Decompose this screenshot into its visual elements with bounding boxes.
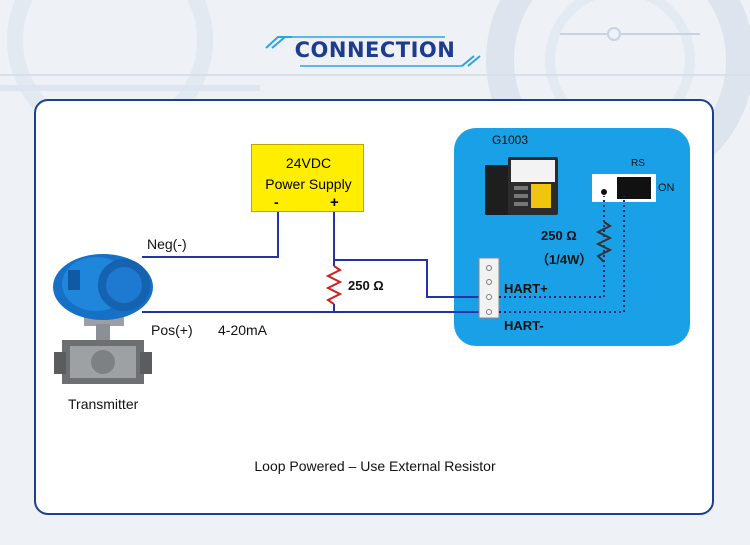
terminal-block xyxy=(478,257,500,319)
transmitter-label: Transmitter xyxy=(68,396,139,412)
internal-dotted-wire-plus xyxy=(499,196,605,298)
power-supply: 24VDC Power Supply - + xyxy=(251,144,364,212)
hart-plus-wire xyxy=(334,259,488,298)
rs-switch-state: ON xyxy=(658,182,675,194)
power-supply-pos-terminal: + xyxy=(330,194,339,211)
loop-resistor-label: 250 Ω xyxy=(348,278,384,293)
power-supply-voltage: 24VDC xyxy=(285,155,332,171)
internal-resistor-value: 250 Ω xyxy=(541,228,577,243)
internal-dotted-wire-minus xyxy=(499,196,625,313)
power-supply-label: Power Supply xyxy=(265,176,352,192)
power-supply-neg-terminal: - xyxy=(274,194,279,210)
modem-model-label: G1003 xyxy=(492,133,529,147)
transmitter-icon xyxy=(53,254,153,384)
pos-label: Pos(+) xyxy=(151,322,193,338)
page-title: CONNECTION xyxy=(294,38,456,62)
rs-switch xyxy=(592,174,656,202)
neg-label: Neg(-) xyxy=(147,236,187,252)
hart-minus-label: HART- xyxy=(504,318,544,333)
current-label: 4-20mA xyxy=(218,322,268,338)
rs-switch-label: RS xyxy=(631,158,645,169)
hart-plus-label: HART+ xyxy=(504,281,548,296)
diagram-caption: Loop Powered – Use External Resistor xyxy=(254,458,496,474)
internal-resistor xyxy=(595,221,613,263)
neg-wire xyxy=(142,212,279,258)
g1003-device-icon xyxy=(485,157,558,215)
loop-resistor xyxy=(325,265,343,305)
internal-resistor-power: （1/4W） xyxy=(536,252,593,267)
